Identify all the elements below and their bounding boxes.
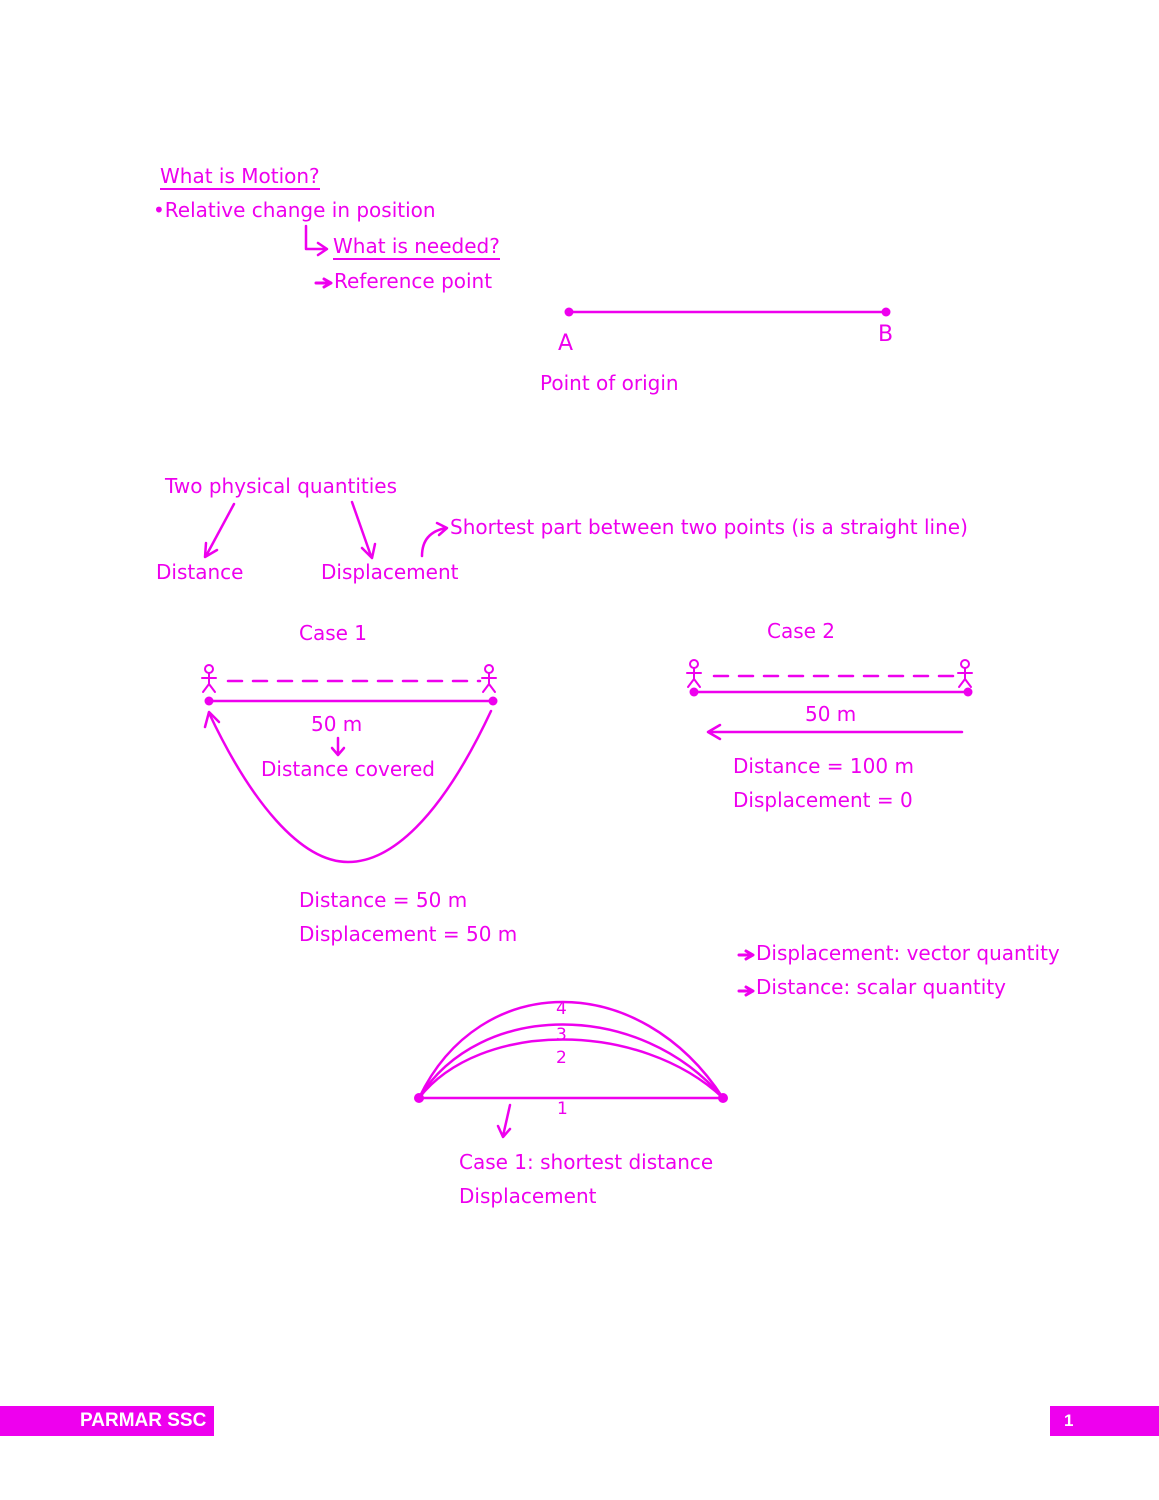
case2-distance: Distance = 100 m — [733, 754, 914, 778]
case1-distance-covered: Distance covered — [261, 757, 435, 781]
arc-label-3: 3 — [556, 1025, 567, 1045]
two-quantities-heading: Two physical quantities — [165, 474, 398, 498]
stick-figure-right-icon — [481, 664, 497, 693]
case1-title: Case 1 — [299, 621, 368, 645]
case1-curved-path — [207, 709, 493, 864]
arc-path-3 — [417, 1023, 725, 1100]
down-arrow-icon — [330, 736, 346, 757]
motion-bullet: •Relative change in position — [153, 198, 436, 222]
arrow-right-icon-3 — [737, 985, 755, 997]
case2-title: Case 2 — [767, 619, 836, 643]
distance-scalar-note: Distance: scalar quantity — [756, 975, 1006, 999]
point-b-label: B — [878, 322, 894, 347]
point-a-dot — [564, 307, 574, 317]
motion-heading: What is Motion? — [160, 164, 320, 190]
stick-figure-case2-right-icon — [957, 659, 973, 688]
reference-point: Reference point — [334, 269, 493, 293]
arrow-right-icon — [314, 277, 333, 289]
footer-brand-bar — [0, 1406, 214, 1436]
case1-curve-arrowhead-icon — [203, 710, 221, 729]
displacement-vector-note: Displacement: vector quantity — [756, 941, 1060, 965]
stick-figure-left-icon — [201, 664, 217, 693]
arcs-caption-displacement: Displacement — [459, 1184, 597, 1208]
arc-path-2 — [417, 1038, 725, 1100]
arc-label-4: 4 — [556, 999, 567, 1019]
arc-start-dot — [414, 1093, 424, 1103]
stick-figure-case2-left-icon — [686, 659, 702, 688]
case2-length: 50 m — [805, 702, 857, 726]
arrow-right-icon-2 — [737, 949, 755, 961]
point-b-dot — [881, 307, 891, 317]
case1-displacement: Displacement = 50 m — [299, 922, 518, 946]
arc-down-arrow-icon — [496, 1103, 512, 1139]
case1-length: 50 m — [311, 712, 363, 736]
arcs-caption: Case 1: shortest distance — [459, 1150, 714, 1174]
curved-arrow-icon — [420, 521, 449, 558]
footer-page-bar — [1050, 1406, 1159, 1436]
arrow-to-distance-icon — [203, 502, 236, 559]
footer-brand: PARMAR SSC — [80, 1410, 207, 1431]
what-is-needed: What is needed? — [333, 234, 500, 260]
case1-end-dot — [488, 696, 498, 706]
case2-displacement: Displacement = 0 — [733, 788, 913, 812]
bent-arrow-icon — [304, 224, 329, 257]
case1-distance: Distance = 50 m — [299, 888, 468, 912]
arc-end-dot — [718, 1093, 728, 1103]
case2-return-arrow-icon — [706, 723, 964, 741]
arc-label-2: 2 — [556, 1048, 567, 1068]
shortest-path-note: Shortest part between two points (is a s… — [450, 515, 968, 539]
arrow-to-displacement-icon — [350, 500, 377, 560]
case1-start-dot — [204, 696, 214, 706]
distance-label: Distance — [156, 560, 244, 584]
page-number: 1 — [1064, 1411, 1074, 1430]
arc-label-1: 1 — [557, 1099, 568, 1119]
point-a-label: A — [558, 331, 574, 356]
point-of-origin: Point of origin — [540, 371, 679, 395]
case2-start-dot — [689, 687, 699, 697]
displacement-label: Displacement — [321, 560, 459, 584]
arc-path-4 — [417, 1000, 725, 1100]
case2-end-dot — [963, 687, 973, 697]
